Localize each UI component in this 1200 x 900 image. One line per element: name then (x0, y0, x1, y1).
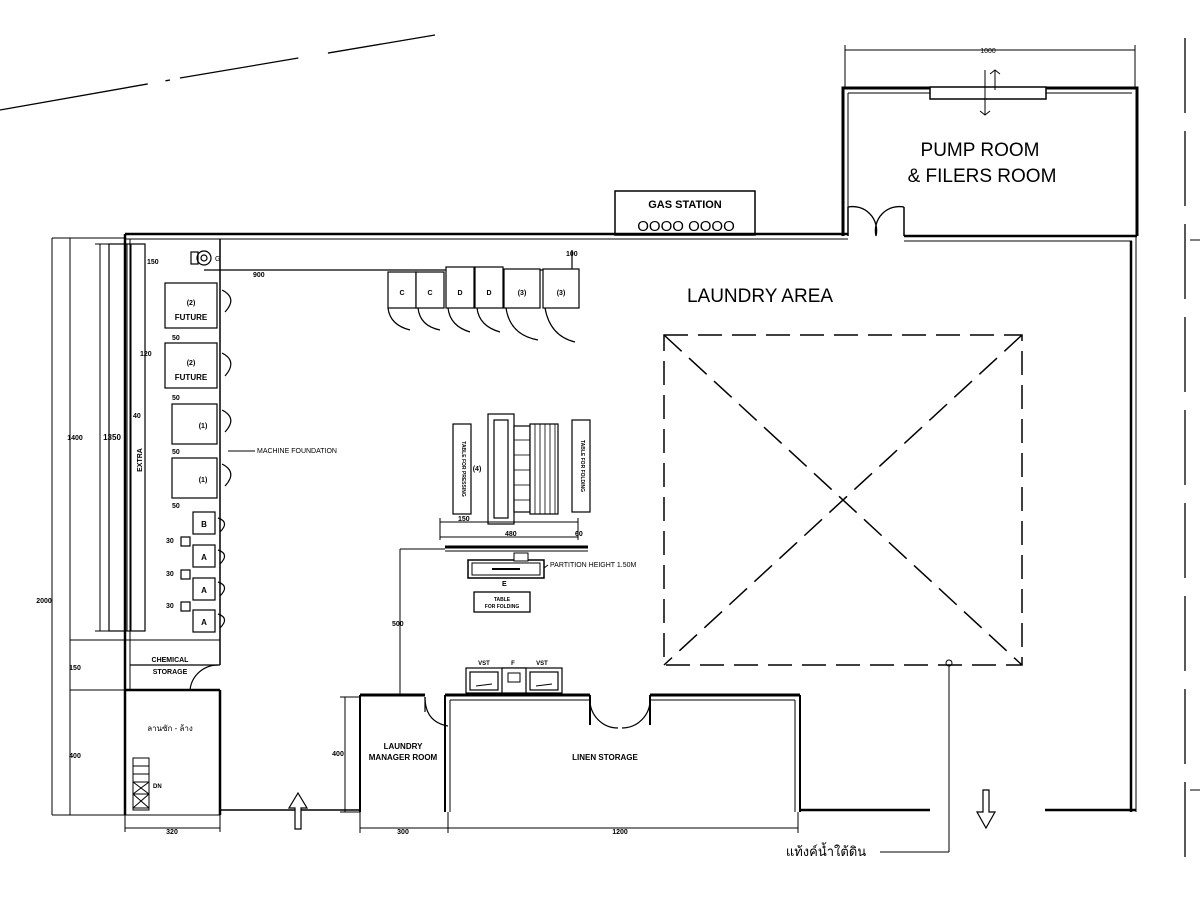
svg-text:40: 40 (133, 413, 141, 420)
dimension-500: 500 (392, 548, 445, 696)
vst-machines: VST F VST (465, 661, 563, 694)
svg-text:DN: DN (153, 784, 162, 790)
svg-text:G: G (215, 256, 220, 263)
pump-room-door (847, 205, 905, 237)
svg-text:1400: 1400 (67, 435, 83, 442)
underground-tank-marker (880, 659, 953, 853)
svg-text:ลานซัก - ล้าง: ลานซัก - ล้าง (147, 724, 193, 733)
left-dimensions: 150 900 50 120 50 40 50 50 30 30 30 (133, 259, 265, 610)
svg-text:(4): (4) (473, 466, 482, 473)
svg-text:CHEMICAL: CHEMICAL (152, 657, 190, 664)
svg-text:50: 50 (172, 449, 180, 456)
stair-icon (132, 757, 150, 811)
outer-dimensions: 2000 1400 150 400 1350 320 400 300 1200 (36, 237, 799, 836)
svg-text:1350: 1350 (103, 433, 121, 442)
svg-text:30: 30 (166, 538, 174, 545)
underground-tank-label: แท้งค์น้ำใต้ดิน (786, 842, 866, 859)
svg-text:GAS STATION: GAS STATION (648, 199, 722, 211)
gas-meter-icon: G (190, 250, 573, 271)
dimension-1000: 1000 (844, 45, 1136, 88)
svg-text:OOOO OOOO: OOOO OOOO (637, 218, 735, 235)
svg-text:PARTITION HEIGHT 1.50M: PARTITION HEIGHT 1.50M (550, 562, 637, 569)
pressing-dimensions: 150 480 60 (439, 516, 583, 540)
svg-text:EXTRA: EXTRA (137, 448, 144, 472)
pressing-area: TABLE FOR PRESSING TABLE FOR FOLDING (4) (452, 413, 591, 525)
pump-room: PUMP ROOM & FILERS ROOM (841, 69, 1139, 237)
svg-text:300: 300 (397, 829, 409, 836)
wash-room: ลานซัก - ล้าง DN (132, 724, 193, 811)
svg-text:400: 400 (332, 751, 344, 758)
building-walls (123, 232, 1137, 816)
left-wall-strip: EXTRA (70, 243, 220, 641)
exit-down-arrow-icon (975, 789, 997, 830)
machine-foundation-note: MACHINE FOUNDATION (228, 448, 337, 455)
svg-text:A: A (201, 618, 207, 627)
svg-text:50: 50 (172, 335, 180, 342)
svg-text:E: E (502, 581, 507, 588)
svg-text:2000: 2000 (36, 598, 52, 605)
svg-text:TABLE FOR PRESSING: TABLE FOR PRESSING (460, 441, 466, 497)
site-boundary (0, 34, 1186, 860)
svg-text:50: 50 (172, 503, 180, 510)
svg-text:(2): (2) (187, 300, 196, 307)
svg-text:(3): (3) (557, 290, 566, 297)
svg-text:900: 900 (253, 272, 265, 279)
svg-text:A: A (201, 586, 207, 595)
svg-text:B: B (201, 520, 207, 529)
top-machines-row: C C D D (3) (3) 100 (387, 251, 580, 343)
svg-text:C: C (427, 290, 432, 297)
laundry-area-label: LAUNDRY AREA (687, 286, 833, 307)
bottom-rooms (359, 693, 801, 812)
svg-text:100: 100 (566, 251, 578, 258)
right-edge-marks (1190, 239, 1200, 791)
svg-text:C: C (399, 290, 404, 297)
svg-text:(1): (1) (199, 423, 208, 430)
left-machines: (2) FUTURE (2) FUTURE (1) (1) B A A A (164, 282, 232, 633)
entry-up-arrow-icon (287, 791, 309, 830)
svg-text:500: 500 (392, 621, 404, 628)
svg-text:FUTURE: FUTURE (175, 313, 208, 322)
laundry-manager-room-label: LAUNDRY (384, 742, 423, 751)
svg-text:1000: 1000 (980, 48, 996, 55)
svg-text:MACHINE FOUNDATION: MACHINE FOUNDATION (257, 448, 337, 455)
svg-text:F: F (511, 661, 515, 667)
svg-text:A: A (201, 553, 207, 562)
svg-text:120: 120 (140, 351, 152, 358)
svg-text:400: 400 (69, 753, 81, 760)
svg-text:FOR FOLDING: FOR FOLDING (485, 604, 520, 610)
svg-text:60: 60 (575, 531, 583, 538)
window-arrows-icon (979, 69, 1001, 116)
svg-text:30: 30 (166, 571, 174, 578)
svg-text:TABLE FOR FOLDING: TABLE FOR FOLDING (579, 440, 585, 492)
svg-text:150: 150 (147, 259, 159, 266)
partition: E PARTITION HEIGHT 1.50M TABLE FOR FOLDI… (445, 545, 637, 613)
svg-text:480: 480 (505, 531, 517, 538)
svg-text:(3): (3) (518, 290, 527, 297)
svg-text:(1): (1) (199, 477, 208, 484)
svg-text:D: D (457, 290, 462, 297)
svg-text:TABLE: TABLE (494, 597, 511, 603)
svg-text:D: D (486, 290, 491, 297)
pump-room-label-2: & FILERS ROOM (908, 166, 1057, 187)
svg-text:VST: VST (536, 661, 548, 667)
svg-text:FUTURE: FUTURE (175, 373, 208, 382)
gas-station: GAS STATION OOOO OOOO (614, 190, 756, 236)
svg-text:STORAGE: STORAGE (153, 669, 188, 676)
svg-text:(2): (2) (187, 360, 196, 367)
svg-text:1200: 1200 (612, 829, 628, 836)
svg-text:VST: VST (478, 661, 490, 667)
linen-storage-label: LINEN STORAGE (572, 753, 638, 762)
chemical-storage: CHEMICAL STORAGE (152, 657, 219, 691)
svg-text:50: 50 (172, 395, 180, 402)
svg-text:150: 150 (458, 516, 470, 523)
pump-room-label: PUMP ROOM (921, 140, 1040, 161)
svg-text:150: 150 (69, 665, 81, 672)
svg-text:320: 320 (166, 829, 178, 836)
svg-text:30: 30 (166, 603, 174, 610)
laundry-area-zone (663, 334, 1023, 666)
laundry-manager-room-label-2: MANAGER ROOM (369, 753, 438, 762)
